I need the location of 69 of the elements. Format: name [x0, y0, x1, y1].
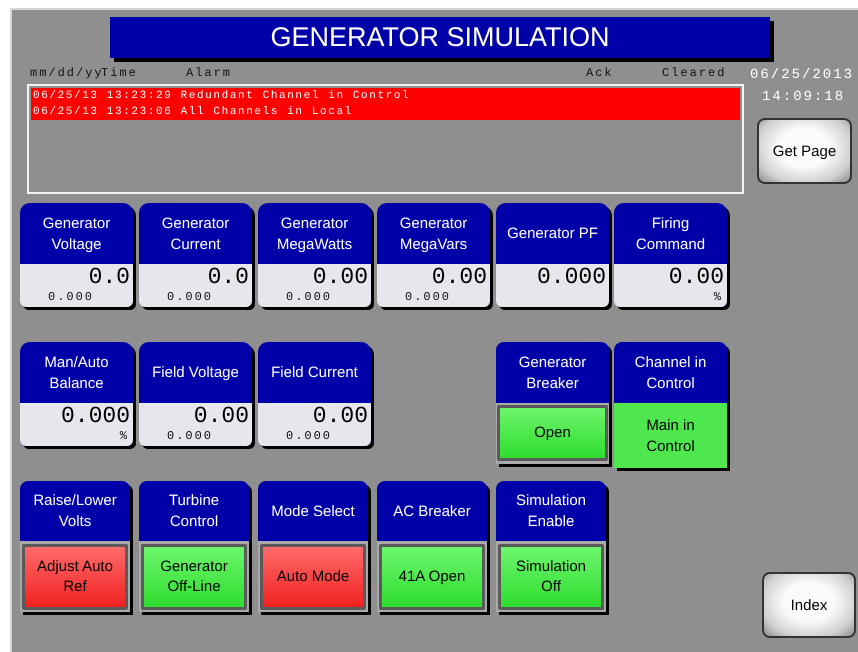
alarm-row: 06/25/13 13:23:06 All Channels in Local [31, 104, 740, 120]
readout-subvalue: 0.000 [48, 290, 94, 304]
control-tile [496, 342, 609, 464]
readout-subvalue: % [714, 290, 723, 304]
tile-label: Firing Command [634, 214, 706, 254]
alarm-list [27, 84, 744, 194]
readout-value: 0.000 [536, 264, 606, 290]
tile-label: Generator MegaWatts [276, 214, 354, 254]
control-tile [139, 481, 249, 612]
date-display: 06/25/2013 [750, 67, 854, 83]
column-header: Ack [586, 66, 614, 80]
tile-label: Mode Select [270, 502, 356, 522]
readout-subvalue: % [120, 429, 129, 443]
readout-subvalue: 0.000 [167, 290, 214, 304]
tile-label: Generator Breaker [518, 352, 588, 394]
time-display: 14:09:18 [762, 89, 846, 105]
readout-subvalue: 0.000 [405, 290, 452, 304]
control-tile [377, 481, 487, 612]
navigation-button: Get Page [757, 118, 852, 184]
navigation-button: Index [762, 572, 856, 638]
column-header: mm/dd/yy [30, 66, 104, 80]
tile-label: Field Voltage [151, 363, 240, 383]
command-button: 41A Open [379, 544, 485, 610]
tile-label: Generator Current [160, 214, 230, 254]
tile-label: Generator MegaVars [398, 214, 468, 254]
command-button: Adjust Auto Ref [22, 544, 128, 610]
readout-value: 0.0 [208, 264, 249, 290]
control-tile [20, 481, 130, 612]
readout-value: 0.00 [312, 403, 368, 429]
tile-label: Generator PF [506, 224, 599, 244]
title-banner: GENERATOR SIMULATION [110, 17, 770, 58]
readout-value: 0.000 [60, 403, 130, 429]
readout-subvalue: 0.000 [167, 429, 214, 443]
readout-tile [614, 203, 727, 307]
tile-label: Man/Auto Balance [43, 352, 110, 394]
readout-tile [258, 203, 371, 307]
tile-label: Generator Voltage [42, 214, 112, 254]
tile-label: Raise/Lower Volts [32, 491, 118, 532]
command-button: Auto Mode [260, 544, 366, 610]
control-tile [496, 481, 606, 612]
readout-value: 0.00 [312, 264, 368, 290]
status-tile [614, 342, 727, 468]
column-header: Cleared [662, 66, 726, 80]
readout-tile [139, 342, 252, 446]
readout-value: 0.00 [194, 403, 249, 429]
tile-label: Field Current [270, 363, 359, 383]
status-text: Main in Control [645, 416, 696, 456]
readout-tile [20, 342, 133, 446]
readout-tile [377, 203, 490, 307]
tile-label: Turbine Control [168, 491, 220, 532]
readout-subvalue: 0.000 [286, 290, 332, 304]
readout-tile [258, 342, 371, 446]
tile-label: Channel in Control [634, 352, 708, 394]
command-button: Open [497, 405, 608, 461]
column-header: Alarm [186, 66, 232, 80]
command-button: Simulation Off [498, 544, 604, 610]
tile-label: Simulation Enable [514, 491, 588, 532]
readout-value: 0.00 [668, 264, 724, 290]
readout-tile [139, 203, 252, 307]
command-button: Generator Off-Line [141, 544, 247, 610]
column-header: Time [101, 66, 138, 80]
tile-label: AC Breaker [392, 502, 472, 522]
alarm-row: 06/25/13 13:23:29 Redundant Channel in Control [31, 88, 740, 104]
readout-value: 0.0 [88, 264, 130, 290]
readout-tile [496, 203, 609, 307]
control-tile [258, 481, 368, 612]
readout-subvalue: 0.000 [286, 429, 332, 443]
readout-value: 0.00 [432, 264, 487, 290]
readout-tile [20, 203, 133, 307]
